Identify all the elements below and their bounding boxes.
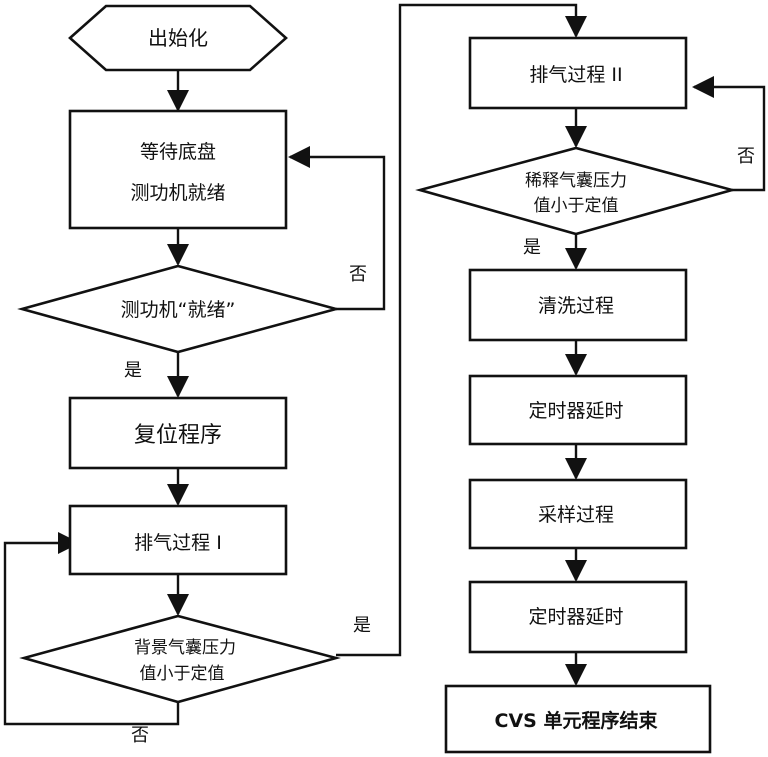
node-clean: 清洗过程 — [468, 268, 688, 342]
label-dyno-no: 否 — [349, 264, 367, 285]
wait-label-line2: 测功机就绪 — [130, 182, 225, 204]
edges — [3, 3, 766, 726]
timer1-label: 定时器延时 — [528, 400, 623, 422]
label-dil-no: 否 — [737, 146, 755, 167]
decision-bg-pressure: 背景气囊压力 值小于定值 — [19, 614, 341, 704]
bg-label-line2: 值小于定值 — [140, 664, 225, 684]
reset-label: 复位程序 — [134, 423, 222, 448]
label-bg-no: 否 — [131, 725, 149, 746]
node-end: CVS 单元程序结束 — [444, 684, 712, 754]
label-dyno-yes: 是 — [124, 360, 142, 381]
clean-label: 清洗过程 — [538, 295, 614, 317]
end-label: CVS 单元程序结束 — [495, 709, 659, 732]
dil-label-line1: 稀释气囊压力 — [525, 171, 627, 191]
edge-dil-no-loop — [692, 76, 766, 192]
dil-label-line2: 值小于定值 — [534, 196, 619, 216]
decision-dyno-ready: 测功机“就绪” — [17, 264, 341, 354]
edge-dyno-no-loop — [288, 146, 386, 311]
sample-label: 采样过程 — [538, 504, 614, 526]
init-label: 出始化 — [148, 26, 208, 50]
exhaust1-label: 排气过程 I — [134, 532, 222, 554]
node-timer2: 定时器延时 — [468, 580, 688, 654]
bg-label-line1: 背景气囊压力 — [134, 638, 236, 658]
node-exhaust2: 排气过程 II — [468, 36, 688, 110]
node-sample: 采样过程 — [468, 478, 688, 550]
node-wait-dyno: 等待底盘 测功机就绪 — [68, 109, 288, 230]
dyno-ready-label: 测功机“就绪” — [121, 299, 236, 321]
node-reset: 复位程序 — [68, 396, 288, 470]
node-exhaust1: 排气过程 I — [68, 504, 288, 576]
node-init: 出始化 — [68, 4, 288, 72]
wait-label-line1: 等待底盘 — [140, 141, 216, 163]
exhaust2-label: 排气过程 II — [529, 64, 622, 86]
edge-bg-no-loop — [3, 532, 180, 726]
label-dil-yes: 是 — [523, 237, 541, 258]
node-timer1: 定时器延时 — [468, 374, 688, 446]
label-bg-yes: 是 — [353, 615, 371, 636]
timer2-label: 定时器延时 — [528, 606, 623, 628]
edge-bg-yes-to-exhaust2 — [336, 3, 587, 657]
decision-dil-pressure: 稀释气囊压力 值小于定值 — [415, 146, 737, 236]
